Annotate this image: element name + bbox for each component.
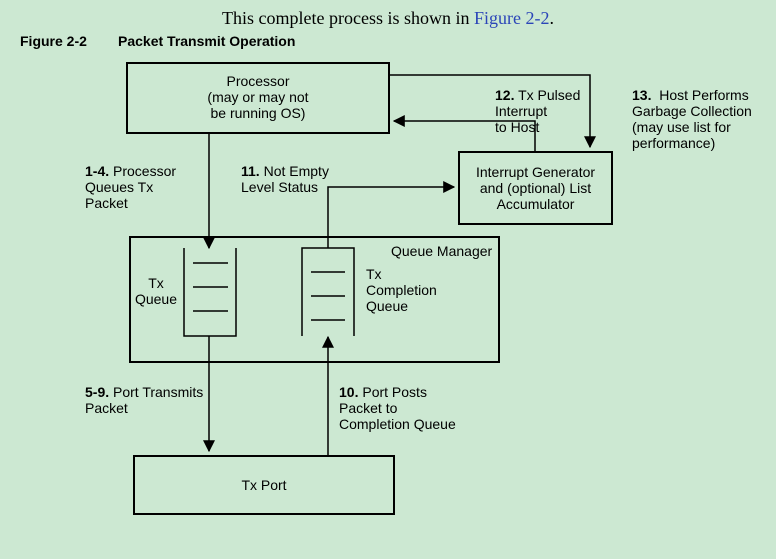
step-11-label: 11. Not Empty Level Status: [241, 163, 329, 195]
step-1-4-label: 1-4. Processor Queues Tx Packet: [85, 163, 177, 211]
figure-link[interactable]: Figure 2-2: [473, 8, 550, 28]
queue-manager-title: Queue Manager: [391, 243, 493, 259]
intro-sentence: This complete process is shown in Figure…: [0, 8, 776, 29]
queue-manager-box: [129, 236, 500, 363]
figure-number: Figure 2-2: [20, 33, 87, 49]
step-13-label: 13. Host Performs Garbage Collection (ma…: [632, 87, 752, 151]
interrupt-generator-label: Interrupt Generator and (optional) List …: [475, 164, 596, 212]
interrupt-generator-box: [458, 151, 613, 225]
processor-label: Processor (may or may not be running OS): [207, 73, 309, 121]
step-12-label: 12. Tx Pulsed Interrupt to Host: [495, 87, 581, 135]
processor-box: [126, 62, 390, 134]
tx-queue-label: Tx Queue: [134, 275, 178, 307]
tx-queue-icon: [183, 248, 237, 337]
tx-port-label: Tx Port: [241, 477, 287, 493]
step-5-9-label: 5-9. Port Transmits Packet: [85, 384, 204, 416]
arrow-completion-to-interrupt: [327, 181, 456, 248]
arrow-processor-to-interrupt: [390, 74, 596, 149]
figure-title: Packet Transmit Operation: [118, 33, 296, 49]
completion-queue-icon: [301, 247, 355, 336]
step-10-label: 10. Port Posts Packet to Completion Queu…: [339, 384, 456, 432]
completion-queue-label: Tx Completion Queue: [366, 266, 437, 314]
intro-text: This complete process is shown in: [222, 8, 470, 28]
intro-end: .: [549, 8, 554, 28]
arrow-interrupt-to-processor: [392, 115, 536, 151]
tx-port-box: [133, 455, 395, 515]
